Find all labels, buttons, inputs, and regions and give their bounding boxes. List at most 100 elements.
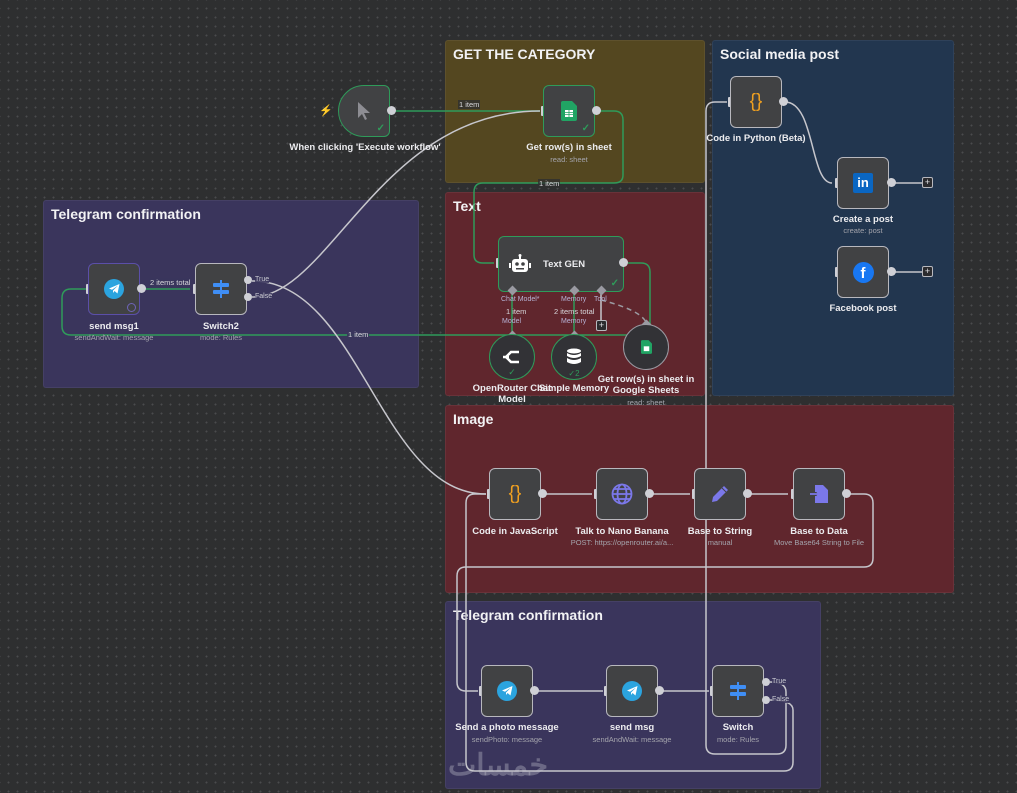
node-base-to-string[interactable]	[694, 468, 746, 520]
group-title: Telegram confirmation	[453, 607, 603, 623]
node-send-msg1[interactable]	[88, 263, 140, 315]
port-label-false: False	[255, 293, 273, 300]
code-braces-icon: {}	[749, 91, 763, 112]
code-braces-icon: {}	[508, 483, 522, 504]
switch-signpost-icon	[730, 682, 746, 700]
node-subtitle: mode: Rules	[199, 333, 243, 342]
linkedin-icon: in	[853, 173, 873, 193]
add-node-plus-button[interactable]: +	[922, 266, 933, 277]
telegram-icon	[497, 681, 517, 701]
success-check-icon: ✓	[581, 123, 590, 134]
node-openrouter-chat-model[interactable]: ✓	[489, 334, 535, 380]
port-label-tool: Tool	[594, 296, 607, 303]
output-port[interactable]	[645, 489, 654, 498]
file-import-icon	[810, 485, 828, 503]
wait-clock-icon	[127, 303, 136, 312]
node-label: Send a photo message	[455, 722, 559, 733]
node-subtitle: read: sheet	[550, 155, 588, 164]
node-subtitle: Move Base64 String to File	[773, 538, 865, 547]
robot-agent-icon	[509, 254, 531, 272]
add-tool-plus-button[interactable]: +	[596, 320, 607, 331]
output-port-true[interactable]	[244, 276, 252, 284]
output-port[interactable]	[655, 686, 664, 695]
node-code-in-python[interactable]: {}	[730, 76, 782, 128]
watermark-logo: خمسات	[448, 749, 549, 782]
edge-label-trigger-to-sheet: 1 item	[458, 100, 481, 109]
output-port[interactable]	[887, 178, 896, 187]
node-label: Talk to Nano Banana	[575, 526, 669, 537]
node-label: send msg1	[89, 321, 139, 332]
output-port[interactable]	[530, 686, 539, 695]
globe-icon	[611, 483, 633, 505]
port-label-true: True	[772, 678, 787, 685]
telegram-icon	[104, 279, 124, 299]
node-get-rows-in-sheet[interactable]: ✓	[543, 85, 595, 137]
group-title: Image	[453, 411, 494, 427]
node-send-msg[interactable]	[606, 665, 658, 717]
output-port[interactable]	[538, 489, 547, 498]
output-port[interactable]	[779, 97, 788, 106]
node-subtitle: sendAndWait: message	[74, 333, 154, 342]
openrouter-icon	[503, 350, 519, 364]
database-icon	[567, 348, 581, 364]
node-label: send msg	[609, 722, 655, 733]
output-port[interactable]	[137, 284, 146, 293]
node-simple-memory[interactable]: ✓2	[551, 334, 597, 380]
success-check-icon: ✓	[376, 123, 385, 134]
output-port[interactable]	[619, 258, 628, 267]
node-talk-to-nano-banana[interactable]	[596, 468, 648, 520]
group-title: GET THE CATEGORY	[453, 46, 596, 62]
facebook-icon: f	[852, 261, 874, 283]
trigger-bolt-icon: ⚡	[319, 105, 333, 117]
node-label: Text GEN	[543, 258, 586, 270]
node-subtitle: sendPhoto: message	[471, 735, 543, 744]
node-create-a-post[interactable]: in	[837, 157, 889, 209]
node-subtitle: POST: https://openrouter.ai/a...	[570, 538, 674, 547]
node-label: When clicking 'Execute workflow'	[289, 142, 441, 153]
output-port-true[interactable]	[762, 678, 770, 686]
node-code-in-javascript[interactable]: {}	[489, 468, 541, 520]
port-label-memory: Memory	[561, 296, 587, 303]
output-port[interactable]	[592, 106, 601, 115]
success-check-icon: ✓	[610, 278, 619, 289]
telegram-icon	[622, 681, 642, 701]
node-switch[interactable]	[712, 665, 764, 717]
port-label-model: Model	[502, 318, 522, 325]
output-port[interactable]	[842, 489, 851, 498]
output-port-false[interactable]	[762, 696, 770, 704]
node-switch2[interactable]	[195, 263, 247, 315]
node-label: Simple Memory	[538, 383, 610, 394]
output-port[interactable]	[887, 267, 896, 276]
node-label: Switch	[722, 722, 754, 733]
node-label: Code in Python (Beta)	[706, 133, 806, 144]
node-base-to-data[interactable]	[793, 468, 845, 520]
node-execute-workflow-trigger[interactable]: ✓	[338, 85, 390, 137]
node-label: Get row(s) in sheet	[526, 142, 612, 153]
edge-label-chat-model-items: 1 item	[506, 307, 527, 316]
node-label: OpenRouter Chat Model	[472, 383, 552, 405]
node-label: Base to String	[687, 526, 753, 537]
output-port-false[interactable]	[244, 293, 252, 301]
node-facebook-post[interactable]: f	[837, 246, 889, 298]
google-sheets-icon	[640, 340, 652, 354]
node-send-a-photo-message[interactable]	[481, 665, 533, 717]
node-label: Get row(s) in sheet in Google Sheets	[597, 374, 695, 396]
node-subtitle: read: sheet	[627, 398, 665, 407]
google-sheets-icon	[561, 101, 577, 121]
node-subtitle: sendAndWait: message	[592, 735, 672, 744]
node-subtitle: manual	[707, 538, 733, 547]
success-check-icon: ✓	[508, 367, 516, 377]
node-get-rows-google-sheets-tool[interactable]	[623, 324, 669, 370]
edge-label-sendmsg1-to-switch2: 2 items total	[149, 278, 192, 287]
output-port[interactable]	[387, 106, 396, 115]
node-text-gen[interactable]: Text GEN ✓	[498, 236, 624, 292]
group-title: Telegram confirmation	[51, 206, 201, 222]
add-node-plus-button[interactable]: +	[922, 177, 933, 188]
success-count-badge: ✓2	[568, 369, 580, 378]
edge-label-textgen-to-sendmsg1: 1 item	[347, 330, 370, 339]
node-subtitle: create: post	[843, 226, 883, 235]
node-label: Base to Data	[790, 526, 848, 537]
output-port[interactable]	[743, 489, 752, 498]
port-label-false: False	[772, 696, 790, 703]
node-label: Code in JavaScript	[472, 526, 558, 537]
